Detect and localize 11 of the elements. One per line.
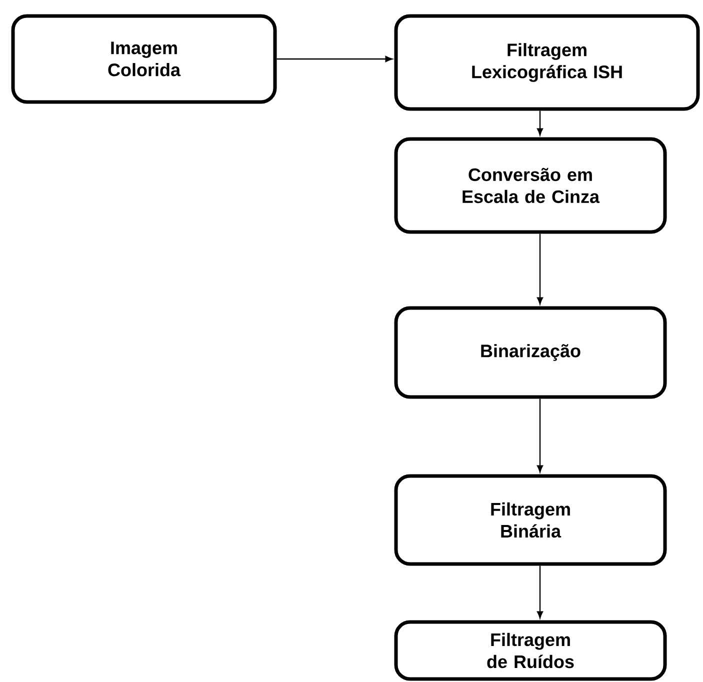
process-box: Binarização [394, 306, 667, 399]
process-box: Imagem Colorida [11, 14, 277, 104]
process-box: Filtragem Lexicográfica ISH [394, 14, 700, 111]
process-box: Conversão em Escala de Cinza [394, 137, 667, 234]
arrow [536, 566, 544, 618]
process-box: Filtragem Binária [394, 474, 667, 566]
process-box: Filtragem de Ruídos [394, 620, 667, 681]
arrow [536, 110, 544, 136]
arrow [276, 56, 392, 62]
arrow [536, 398, 544, 472]
arrow [536, 234, 544, 304]
